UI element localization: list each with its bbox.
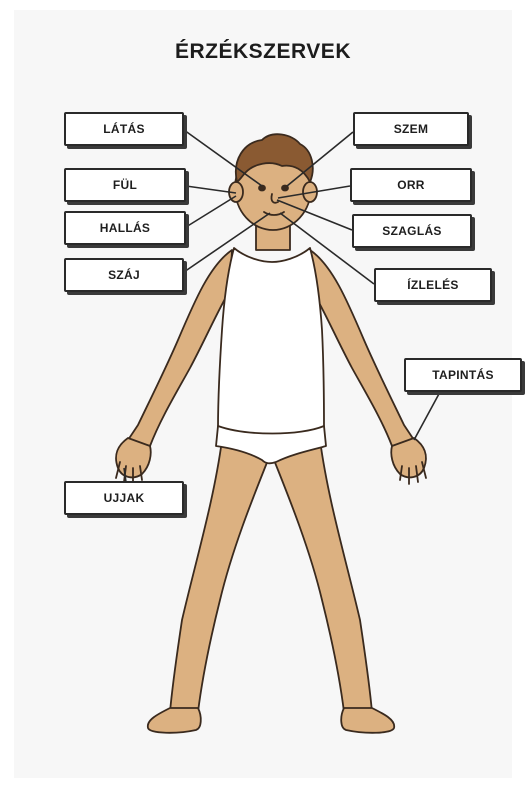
label-szaglas: SZAGLÁS (352, 214, 472, 248)
label-hallas: HALLÁS (64, 211, 186, 245)
label-latas: LÁTÁS (64, 112, 184, 146)
connector-hallas (186, 196, 236, 227)
label-ujjak: UJJAK (64, 481, 184, 515)
label-ful: FÜL (64, 168, 186, 202)
right-leg (274, 440, 372, 712)
undershirt (218, 248, 324, 434)
label-orr: ORR (350, 168, 472, 202)
label-tapintas: TAPINTÁS (404, 358, 522, 392)
right-foot (341, 708, 394, 733)
label-szem: SZEM (353, 112, 469, 146)
left-foot (148, 708, 201, 733)
label-izleles: ÍZLELÉS (374, 268, 492, 302)
left-leg (170, 440, 268, 712)
label-szaj: SZÁJ (64, 258, 184, 292)
connector-tapintas (414, 392, 440, 440)
